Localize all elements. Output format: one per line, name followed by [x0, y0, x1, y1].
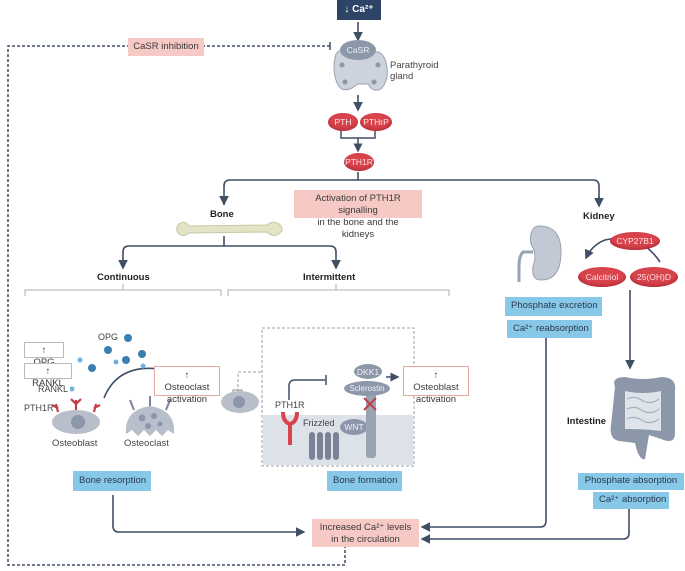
parathyroid-label: Parathyroid gland [390, 60, 439, 82]
phosphate-absorption-box: Phosphate absorption [578, 473, 684, 490]
bone-resorption-box: Bone resorption [73, 471, 151, 491]
parathyroid-label-line2: gland [390, 71, 414, 82]
dkk1-pill: DKK1 [354, 364, 382, 379]
calcitriol-pill: Calcitriol [578, 267, 626, 287]
continuous-title: Continuous [97, 272, 150, 283]
opg-rankl-molecules-icon [70, 334, 146, 392]
osteoblast-activation-line1: ↑ Osteoblast [413, 370, 459, 393]
osteoblast-label: Osteoblast [52, 438, 98, 449]
split-line [223, 179, 600, 205]
bone-formation-box: Bone formation [327, 471, 402, 491]
opg-label: OPG [98, 332, 119, 342]
activation-label: Activation of PTH1R signalling in the bo… [294, 190, 422, 240]
pth-pill: PTH [328, 113, 358, 131]
osteoclast-activation-box: ↑ Osteoclast activation [154, 366, 220, 405]
phosphate-excretion-box: Phosphate excretion [505, 297, 602, 316]
osteoclast-activation-line2: activation [166, 394, 208, 405]
opg-increase-box: ↑ OPG [24, 342, 64, 368]
osteoclast-icon [125, 396, 175, 436]
pth1r-label-continuous: PTH1R [24, 403, 54, 413]
rankl-increase-box: ↑ RANKL [24, 363, 72, 389]
kidney-icon [517, 225, 562, 282]
osteoclast-activation-line1: ↑ Osteoclast [164, 370, 210, 393]
ca-reabsorption-box: Ca²⁺ reabsorption [507, 320, 592, 338]
pth1r-label-intermittent: PTH1R [275, 400, 305, 410]
intestine-icon [610, 377, 676, 460]
pth1r-receptor-icon [281, 411, 299, 445]
casr-inhibition-label: CaSR inhibition [128, 38, 204, 56]
cyp27b1-pill: CYP27B1 [610, 232, 660, 250]
ca-absorption-box: Ca²⁺ absorption [593, 492, 669, 509]
low-calcium-trigger: ↓ Ca²⁺ [337, 0, 381, 20]
cell-icon [221, 391, 259, 413]
increased-calcium-line1: Increased Ca²⁺ levels [319, 522, 412, 533]
25ohd-pill: 25(OH)D [630, 267, 678, 287]
activation-line2: in the bone and the kidneys [317, 217, 399, 240]
wnt-pill: WNT [340, 419, 368, 435]
blocked-x-icon [363, 397, 377, 411]
sclerostin-pill: Sclerostin [344, 381, 390, 396]
osteoblast-activation-line2: activation [415, 394, 457, 405]
increased-calcium-line2: in the circulation [331, 534, 400, 545]
osteoblast-activation-box: ↑ Osteoblast activation [403, 366, 469, 405]
parathyroid-label-line1: Parathyroid [390, 60, 439, 71]
increased-calcium-box: Increased Ca²⁺ levels in the circulation [312, 519, 419, 547]
activation-line1: Activation of PTH1R signalling [315, 193, 401, 216]
pth1r-pill: PTH1R [344, 153, 374, 171]
kidney-title: Kidney [583, 211, 615, 222]
intestine-title: Intestine [567, 416, 607, 427]
osteoblast-icon [51, 398, 101, 434]
frizzled-receptor-icon [309, 432, 339, 460]
rankl-label: RANKL [38, 384, 69, 394]
intermittent-title: Intermittent [303, 272, 356, 283]
bone-title: Bone [210, 209, 234, 220]
feedback-loop-line [7, 45, 346, 566]
casr-receptor: CaSR [340, 40, 376, 60]
bone-icon [176, 221, 283, 237]
pthrp-pill: PTHrP [360, 113, 392, 131]
frizzled-label: Frizzled [303, 418, 335, 428]
osteoclast-label: Osteoclast [124, 438, 169, 449]
